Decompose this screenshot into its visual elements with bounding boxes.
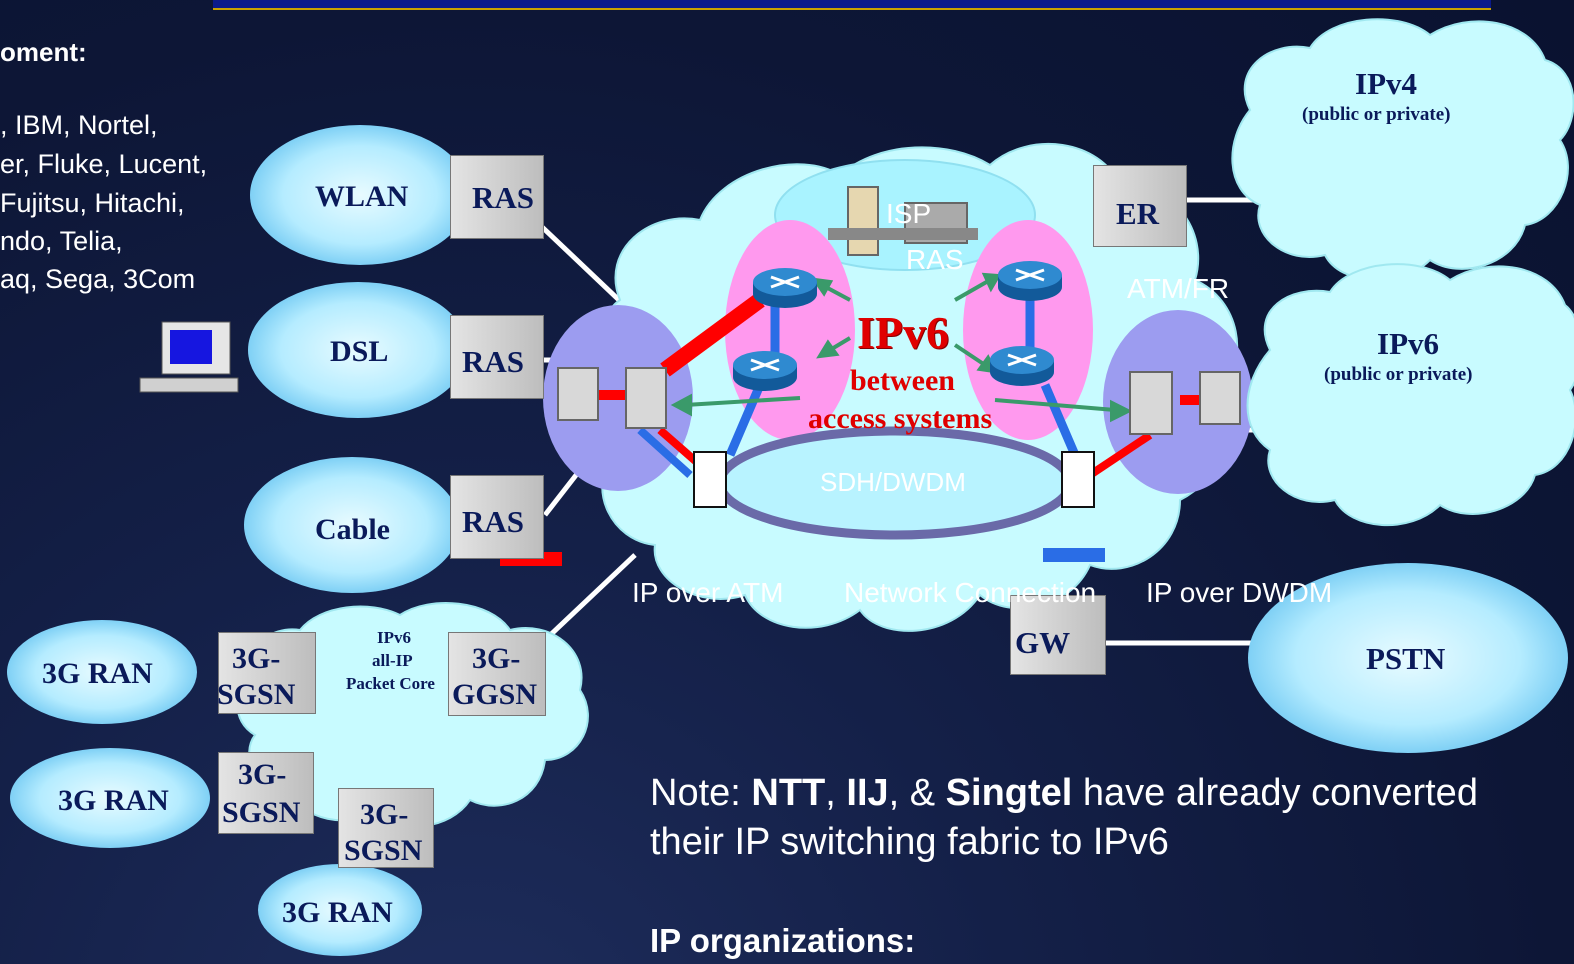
sgsn-box-2: [218, 752, 314, 834]
sdh-dwdm-label: SDH/DWDM: [820, 467, 966, 497]
note-line-1: Note: NTT, IIJ, & Singtel have already c…: [650, 772, 1478, 815]
note-sep1: ,: [825, 772, 847, 814]
ras-label-wlan: RAS: [472, 180, 535, 215]
sgsn-box-3: [338, 788, 434, 868]
ipv4-cloud-sub: (public or private): [1302, 104, 1451, 125]
atm-fr-label: ATM/FR: [1127, 273, 1230, 304]
data-flow-arrows: [670, 272, 1133, 423]
note-ntt: NTT: [751, 772, 826, 814]
ras-label-dsl: RAS: [462, 344, 525, 379]
er-box: [1093, 165, 1187, 247]
ras-box-dsl: [450, 315, 544, 399]
access-ellipses: [7, 125, 470, 956]
dsl-label: DSL: [330, 335, 389, 368]
ran-label-3: 3G RAN: [282, 896, 393, 929]
ipv4-cloud: [1231, 18, 1574, 281]
wlan-label: WLAN: [315, 180, 409, 213]
sgsn-label-1b: SGSN: [217, 678, 296, 711]
ran-label-1: 3G RAN: [42, 657, 153, 690]
sgsn-label-2a: 3G-: [238, 758, 287, 791]
ip-over-dwdm-label: IP over DWDM: [1146, 577, 1333, 608]
sgsn-label-3b: SGSN: [344, 834, 423, 867]
note-iij: IIJ: [846, 772, 889, 814]
packet-core-label-3: Packet Core: [346, 674, 435, 693]
isp-label: ISP: [886, 198, 932, 229]
sgsn-box-1: [218, 632, 316, 714]
ran-label-2: 3G RAN: [58, 784, 169, 817]
gw-box: [1010, 595, 1106, 675]
packet-core-label-1: IPv6: [377, 628, 411, 647]
note-sep2: , &: [888, 772, 946, 814]
router-icons: [733, 261, 1062, 391]
vendor-line: Fujitsu, Hitachi,: [0, 188, 185, 218]
ipv6-cloud-label: IPv6: [1377, 326, 1439, 361]
pstn-label: PSTN: [1366, 641, 1446, 676]
pstn-cloud: [1248, 563, 1568, 753]
er-label: ER: [1116, 196, 1160, 231]
ras-box-wlan: [450, 155, 544, 239]
network-connection-label: Network Connection: [844, 577, 1097, 608]
title-bar: [213, 0, 1491, 10]
ipv4-cloud-label: IPv4: [1355, 66, 1417, 101]
sgsn-label-1a: 3G-: [232, 642, 281, 675]
ras-box-cable: [450, 475, 544, 559]
note-line-2: their IP switching fabric to IPv6: [650, 821, 1169, 863]
packet-core-label-2: all-IP: [372, 651, 413, 670]
note-rest: have already converted: [1072, 772, 1478, 814]
sgsn-label-2b: SGSN: [222, 796, 301, 829]
between-label: between: [850, 364, 955, 397]
note-singtel: Singtel: [945, 772, 1073, 814]
ip-over-atm-label: IP over ATM: [632, 577, 784, 608]
vendor-line: , IBM, Nortel,: [0, 110, 158, 140]
gw-label: GW: [1015, 625, 1071, 660]
section-heading: oment:: [0, 37, 87, 67]
ras-label-cable: RAS: [462, 504, 525, 539]
vendor-line: er, Fluke, Lucent,: [0, 149, 208, 179]
ggsn-box: [448, 632, 546, 716]
ggsn-label-b: GGSN: [452, 678, 538, 711]
gw-marker: [1043, 548, 1105, 562]
ggsn-label-a: 3G-: [472, 642, 521, 675]
note-prefix: Note:: [650, 772, 752, 814]
core-links: [595, 293, 1205, 479]
isp-ras-label: RAS: [906, 244, 964, 275]
sgsn-label-3a: 3G-: [360, 798, 409, 831]
ipv6-core-label: IPv6: [857, 307, 949, 358]
ip-organizations-heading: IP organizations:: [650, 922, 916, 959]
access-systems-label: access systems: [808, 402, 993, 435]
computer-icon: [139, 321, 239, 393]
cable-label: Cable: [315, 513, 390, 546]
vendor-line: ndo, Telia,: [0, 226, 123, 256]
dwdm-switch-group: [1103, 310, 1253, 494]
vendor-line: aq, Sega, 3Com: [0, 264, 196, 294]
ipv6-cloud-sub: (public or private): [1324, 364, 1473, 385]
ipv6-cloud: [1246, 263, 1574, 526]
switch-icons: [557, 186, 1241, 508]
